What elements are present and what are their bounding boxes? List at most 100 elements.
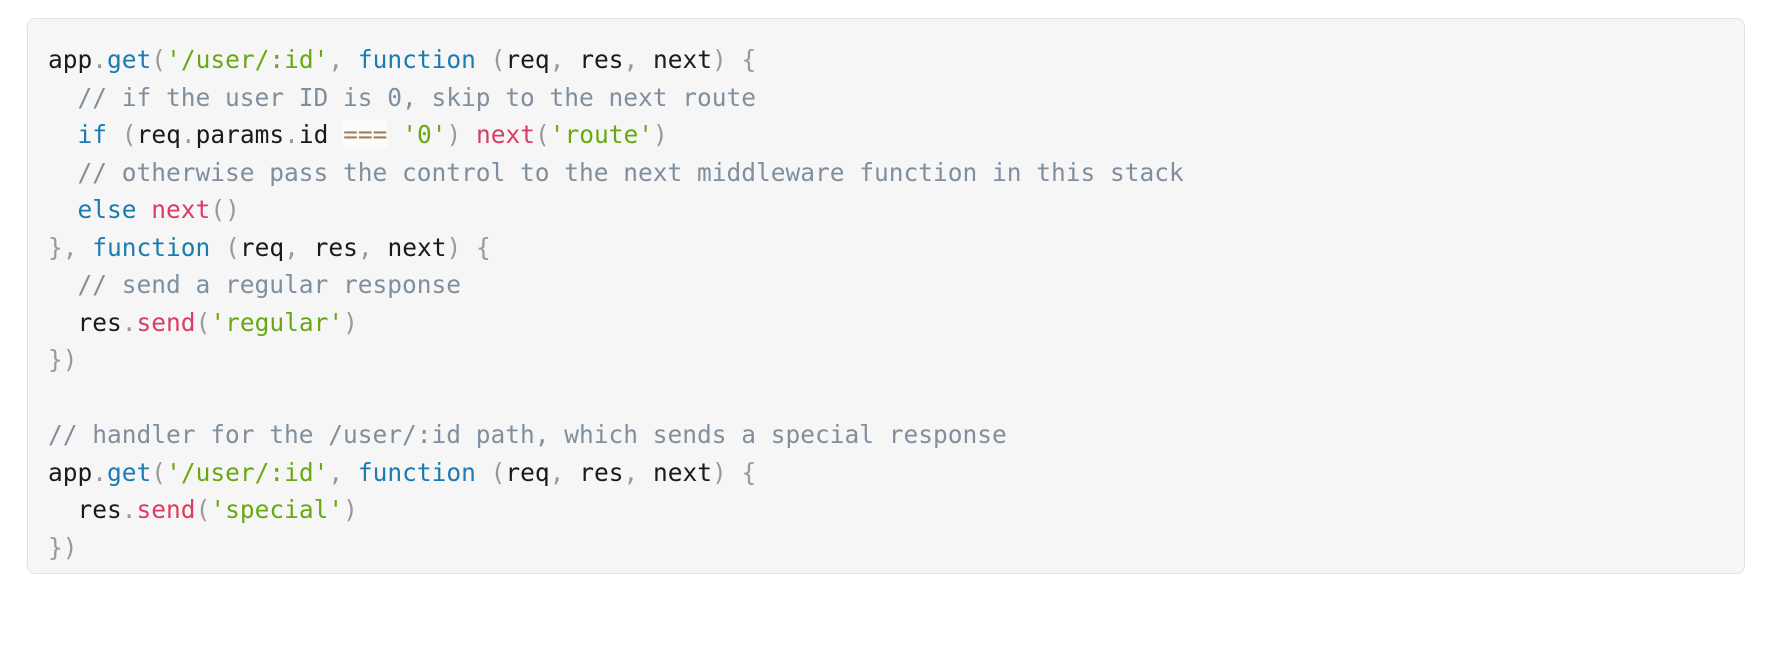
code-token-string: '0' [402,120,447,149]
code-token-punct: } [48,345,63,374]
code-token-plain [48,158,78,187]
code-token-string: '/user/:id' [166,457,329,487]
code-lines-container[interactable]: app.get('/user/:id', function (req, res,… [28,41,1744,566]
code-token-plain [387,120,402,149]
code-token-keyword: function [92,232,211,262]
code-token-keyword: else [77,195,137,224]
code-token-punct: , [328,457,344,487]
code-token-plain [476,458,491,487]
code-token-dot: . [284,120,299,149]
code-token-plain [343,458,358,487]
code-token-plain [48,195,78,224]
code-token-plain [48,495,78,524]
code-token-plain [373,233,388,262]
code-token-plain [727,458,742,487]
code-token-punct: } [48,532,63,562]
code-token-punct: ( [535,120,550,149]
code-line: app.get('/user/:id', function (req, res,… [48,41,1724,79]
code-token-punct: ( [490,45,506,74]
code-token-plain [343,45,358,74]
code-token-dot: . [92,45,108,74]
code-token-plain [564,458,579,487]
code-token-plain: params [195,120,285,149]
code-token-plain: req [239,232,285,262]
code-token-plain: next [653,457,713,487]
code-token-dot: . [92,457,108,487]
code-token-plain [48,270,78,299]
code-line: else next() [48,191,1724,229]
code-token-punct: { [475,232,491,262]
code-block: app.get('/user/:id', function (req, res,… [27,18,1745,574]
code-token-plain: res [579,457,624,487]
code-token-plain: res [579,45,624,74]
code-line: // send a regular response [48,266,1724,304]
code-token-plain [48,83,78,112]
code-token-punct: ) [653,120,668,149]
code-token-string: '/user/:id' [166,45,329,74]
code-token-dot: . [121,307,137,337]
code-token-punct: ) [225,195,240,224]
code-line: }) [48,529,1724,567]
code-token-plain: req [136,120,181,149]
code-token-comment: // handler for the /user/:id path, which… [48,420,1007,449]
code-token-operator: === [343,120,388,149]
code-token-plain: res [77,307,122,337]
code-token-punct: , [284,232,299,262]
code-line: // handler for the /user/:id path, which… [48,416,1724,454]
code-token-plain: app [48,457,93,487]
code-token-punct: ( [195,307,211,337]
code-token-plain: req [505,45,550,74]
code-token-method: send [136,307,196,337]
code-token-punct: ) [343,307,358,337]
code-token-method: next [475,120,535,149]
code-token-plain [476,45,491,74]
code-line: res.send('special') [48,491,1724,529]
code-token-string: 'special' [210,495,344,524]
code-line: res.send('regular') [48,304,1724,342]
code-token-string: 'regular' [210,307,344,337]
code-token-punct: ) [712,457,727,487]
code-token-plain [210,233,225,262]
code-token-punct: ( [210,195,226,224]
code-line: app.get('/user/:id', function (req, res,… [48,454,1724,492]
code-token-plain [137,195,152,224]
code-token-plain [461,233,476,262]
code-token-string: 'route' [549,120,654,149]
code-token-comment: // send a regular response [77,270,462,299]
code-token-punct: , [623,45,639,74]
code-token-punct: ) [62,532,78,562]
code-token-plain [727,45,742,74]
code-token-plain: app [48,45,93,74]
code-token-punct: ) [446,120,462,149]
code-token-comment: // otherwise pass the control to the nex… [77,157,1184,187]
code-line: if (req.params.id === '0') next('route') [48,116,1724,154]
code-token-plain [48,120,78,149]
code-token-punct: , [357,232,373,262]
code-token-func: get [107,457,152,487]
code-token-plain: res [313,232,358,262]
code-line: // if the user ID is 0, skip to the next… [48,79,1724,117]
code-token-plain: id [298,120,329,149]
code-token-plain: next [387,232,447,262]
code-token-punct: ) [446,232,462,262]
code-token-plain [299,233,314,262]
code-token-plain: next [653,45,713,74]
code-token-method: send [136,495,196,524]
code-token-method: next [151,195,211,224]
code-token-punct: ) [712,45,727,74]
code-token-punct: ( [151,45,167,74]
code-token-punct: , [549,45,565,74]
code-token-plain [48,308,78,337]
code-line: // otherwise pass the control to the nex… [48,154,1724,192]
code-token-dot: . [121,495,137,524]
code-token-dot: . [180,120,196,149]
code-token-punct: ) [62,345,78,374]
code-token-func: get [107,45,152,74]
code-token-plain [107,120,122,149]
code-token-punct: ( [490,457,506,487]
code-token-plain [461,120,476,149]
code-token-punct: { [741,45,757,74]
code-token-keyword: function [357,45,476,74]
code-token-punct: ) [343,495,358,524]
code-token-punct: ( [151,457,167,487]
